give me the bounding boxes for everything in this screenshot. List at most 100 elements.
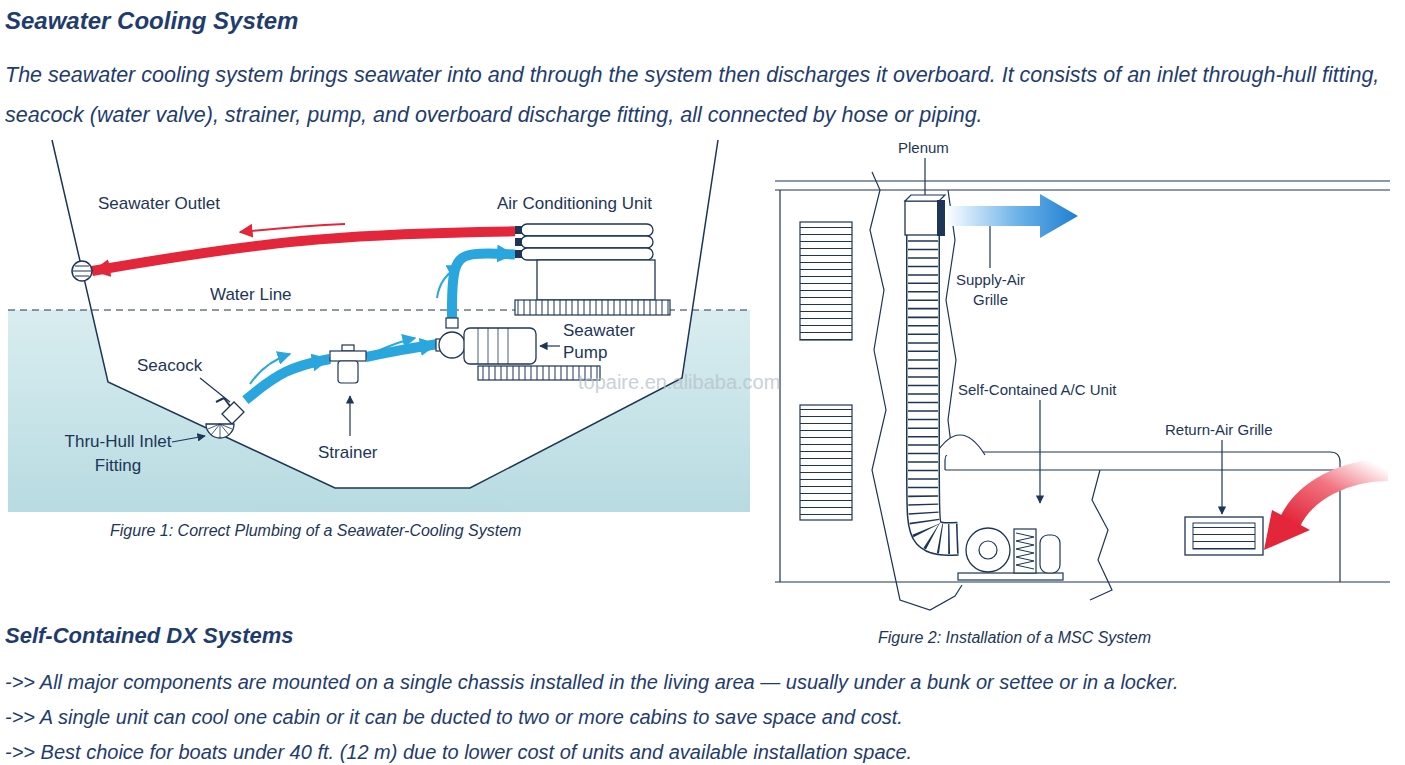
cabin-frame: [870, 172, 962, 610]
air-duct: [923, 235, 958, 539]
part-label: Seacock: [137, 355, 202, 377]
thruhull-shape: [205, 420, 235, 442]
retgrille-shape: [1185, 517, 1263, 555]
figure-caption: Figure 2: Installation of a MSC System: [878, 627, 1151, 649]
ac-shape: [521, 236, 653, 248]
dome: [935, 435, 985, 455]
part-label: Seawater Pump: [563, 320, 653, 364]
unit-shape: [1040, 535, 1060, 573]
outlet-shape: [72, 260, 92, 282]
intro-text: The seawater cooling system brings seawa…: [5, 55, 1400, 135]
settee: [945, 452, 1340, 582]
plenum-shape: [905, 201, 939, 235]
leader-line: [946, 222, 990, 268]
leader-line: [540, 345, 560, 346]
outlet-shape: [73, 266, 91, 276]
unit-shape: [1016, 533, 1034, 569]
cabin-frame: [1090, 470, 1112, 600]
ac-shape: [537, 260, 655, 300]
water-hose: [366, 344, 438, 357]
hull: [52, 140, 718, 488]
part-label: Plenum: [898, 138, 949, 158]
settee: [945, 452, 1340, 582]
part-label: Air Conditioning Unit: [497, 193, 652, 215]
bullet-text: ->> All major components are mounted on …: [5, 670, 1400, 694]
pump-shape: [464, 328, 536, 364]
return-air-arrow: [1290, 470, 1388, 522]
thruhull-shape: [206, 424, 234, 438]
unit-shape: [958, 573, 1063, 580]
ac-shape: [515, 238, 522, 246]
strainer-shape: [330, 351, 366, 361]
watermark: topaire.en.alibaba.com: [578, 370, 780, 394]
ac-shape: [515, 300, 670, 315]
retgrille-shape: [1193, 523, 1255, 549]
water-hose: [92, 231, 515, 271]
water-hose: [245, 359, 330, 400]
pump-shape: [478, 328, 508, 364]
return-air-arrow: [1264, 470, 1388, 550]
supply-air-arrow: [945, 194, 1078, 238]
unit-shape: [966, 528, 1010, 572]
leader-line: [349, 396, 350, 436]
outlet-shape: [72, 261, 92, 281]
part-label: Thru-Hull Inlet Fitting: [58, 430, 178, 478]
ac-shape: [515, 250, 522, 258]
water-hose: [92, 231, 515, 271]
seacock-valve: Seacock: [222, 398, 248, 420]
ac-shape: [515, 222, 670, 315]
return-air-grille: Return-Air Grille: [1185, 517, 1263, 555]
seacock-shape: [224, 398, 230, 406]
cabin-frame: [775, 189, 1390, 190]
part-label: Self-Contained A/C Unit: [958, 380, 1116, 400]
supply-air-grille: Supply-Air Grille: [937, 200, 945, 236]
pump-shape: [446, 318, 458, 328]
outlet-fitting: Seawater Outlet: [72, 260, 92, 282]
louver-vent: [800, 222, 852, 340]
grille-shape: [937, 200, 945, 236]
air-conditioning-unit: Air Conditioning Unit: [515, 222, 670, 315]
leader-line: [1221, 440, 1222, 514]
figure-caption: Figure 1: Correct Plumbing of a Seawater…: [110, 520, 521, 542]
strainer-shape: [338, 361, 358, 383]
settee: [945, 469, 1340, 470]
dome: [935, 435, 985, 455]
thruhull-shape: [208, 424, 232, 438]
bullet-text: ->> A single unit can cool one cabin or …: [5, 705, 1400, 729]
unit-shape: [979, 541, 997, 559]
thru-hull-fitting: Thru-Hull Inlet Fitting: [205, 420, 235, 442]
unit-shape: [1014, 529, 1036, 573]
page-title: Seawater Cooling System: [5, 6, 298, 36]
cabin-frame: [946, 190, 956, 452]
ac-shape: [515, 226, 522, 234]
louver-vent: [800, 222, 852, 520]
cabin-frame: [775, 581, 1390, 582]
bullet-text: ->> Best choice for boats under 40 ft. (…: [5, 740, 1400, 764]
water-hose: [245, 359, 330, 400]
ac-shape: [521, 248, 653, 260]
cabin-frame: [775, 172, 1390, 610]
water-hose: [452, 253, 515, 318]
water-hose: [366, 344, 438, 357]
cabin-frame: [775, 180, 1390, 181]
air-duct: [923, 235, 958, 539]
plenum: Plenum: [905, 195, 941, 235]
ac-shape: [521, 224, 653, 236]
self-contained-unit: Self-Contained A/C Unit: [958, 505, 1063, 580]
seacock-shape: [222, 402, 244, 424]
leader-line: [924, 158, 925, 197]
part-label: Seawater Outlet: [98, 193, 220, 215]
pump-shape: [439, 332, 465, 358]
air-duct: [923, 235, 958, 539]
pump-shape: [438, 318, 538, 370]
plenum-shape: [905, 195, 941, 235]
strainer-shape: [342, 345, 354, 351]
air-duct: [923, 235, 958, 539]
section-heading: Self-Contained DX Systems: [5, 622, 294, 650]
water-line-label: Water Line: [210, 284, 292, 306]
strainer-shape: [330, 345, 366, 385]
seawater-pump: Seawater Pump: [438, 318, 538, 370]
water-hose: [452, 253, 515, 318]
unit-shape: [958, 505, 1063, 580]
